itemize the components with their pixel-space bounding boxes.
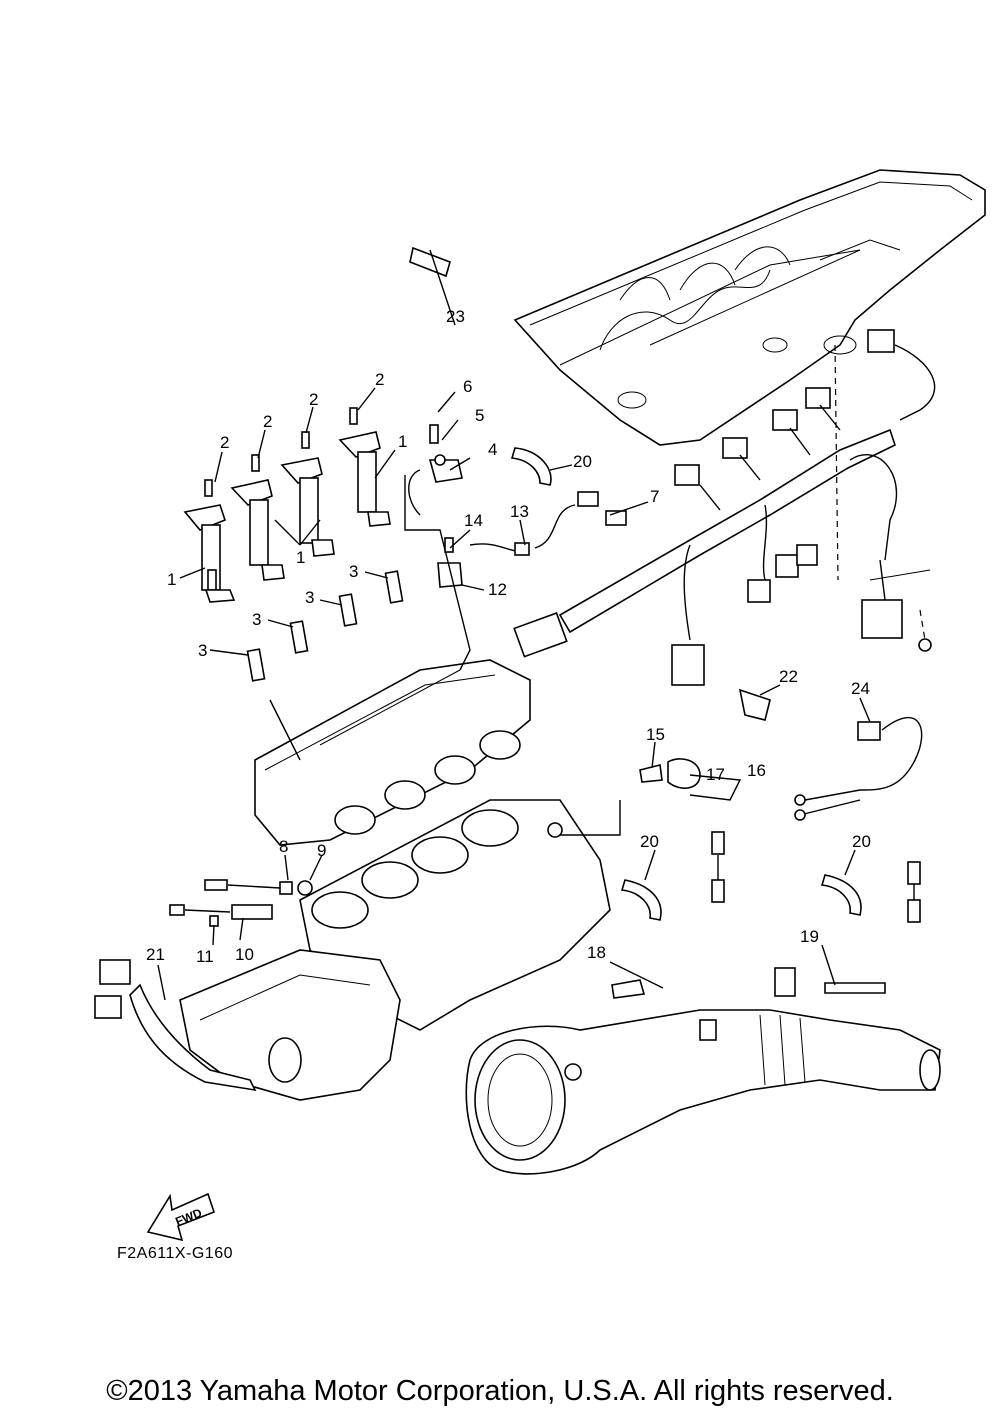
callout-1c: 1 (398, 432, 407, 451)
callout-3b: 3 (252, 610, 261, 629)
wire-harness-drawing (513, 329, 936, 686)
callout-6: 6 (463, 377, 472, 396)
exhaust-pipe-drawing (465, 967, 941, 1175)
callout-21: 21 (146, 945, 165, 964)
spark-plugs-drawing (246, 570, 404, 682)
callout-9: 9 (317, 841, 326, 860)
callout-2a: 2 (220, 433, 229, 452)
intake-manifold-drawing (513, 169, 986, 446)
callout-20c: 20 (852, 832, 871, 851)
callout-1a: 1 (167, 570, 176, 589)
sensors-drawing (169, 246, 923, 999)
callout-22: 22 (779, 667, 798, 686)
callout-20b: 20 (640, 832, 659, 851)
callout-5: 5 (475, 406, 484, 425)
fwd-arrow-icon: FWD (146, 1192, 215, 1242)
callout-4: 4 (488, 440, 497, 459)
callout-3c: 3 (305, 588, 314, 607)
callout-2b: 2 (263, 412, 272, 431)
callout-7: 7 (650, 487, 659, 506)
callout-3d: 3 (349, 562, 358, 581)
callout-24: 24 (851, 679, 870, 698)
copyright-notice: ©2013 Yamaha Motor Corporation, U.S.A. A… (106, 1375, 894, 1407)
callout-19: 19 (800, 927, 819, 946)
leader-lines (157, 249, 871, 1001)
callout-20a: 20 (573, 452, 592, 471)
callout-23: 23 (446, 307, 465, 326)
callout-11: 11 (196, 947, 214, 966)
harness-21-drawing (94, 959, 257, 1092)
callout-2c: 2 (309, 390, 318, 409)
callout-12: 12 (488, 580, 507, 599)
engine-block-drawing (179, 659, 611, 1101)
ignition-coils-drawing (183, 407, 391, 603)
figure-code: F2A611X-G160 (117, 1245, 233, 1262)
callout-10: 10 (235, 945, 254, 964)
callout-15: 15 (646, 725, 665, 744)
callout-labels: 1 1 1 2 2 2 2 3 3 3 3 4 5 6 7 8 9 10 11 … (146, 307, 871, 966)
callout-2d: 2 (375, 370, 384, 389)
callout-16: 16 (747, 761, 766, 780)
callout-1b: 1 (296, 548, 305, 567)
callout-3a: 3 (198, 641, 207, 660)
callout-17: 17 (706, 765, 725, 784)
callout-18: 18 (587, 943, 606, 962)
callout-13: 13 (510, 502, 529, 521)
callout-14: 14 (464, 511, 483, 530)
callout-8: 8 (279, 837, 288, 856)
